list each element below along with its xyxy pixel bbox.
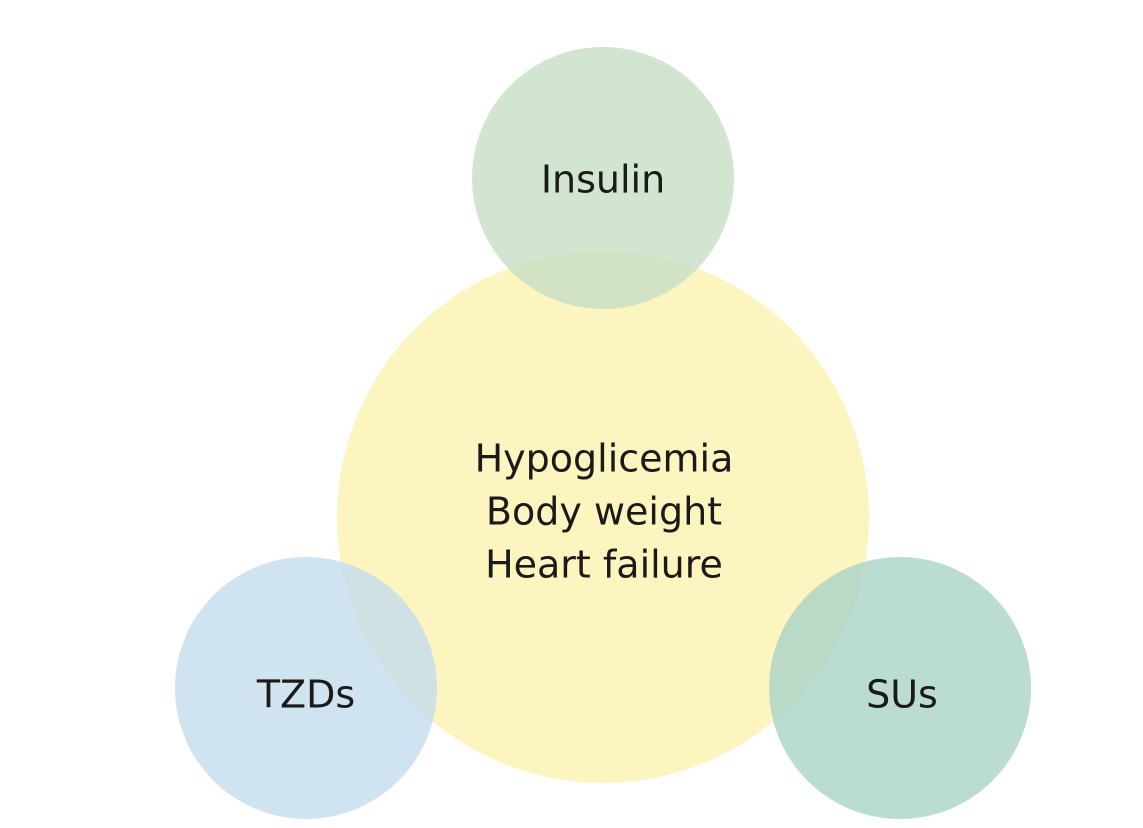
center-label-line-3: Heart failure <box>485 543 723 587</box>
sus-label: SUs <box>866 673 938 717</box>
tzds-circle <box>175 557 437 819</box>
center-label-line-1: Hypoglicemia <box>475 437 734 481</box>
insulin-circle <box>472 47 734 309</box>
center-circle <box>337 251 869 783</box>
sus-circle <box>769 557 1031 819</box>
tzds-label: TZDs <box>256 673 355 717</box>
insulin-label: Insulin <box>541 158 665 202</box>
center-label-line-2: Body weight <box>486 490 722 534</box>
